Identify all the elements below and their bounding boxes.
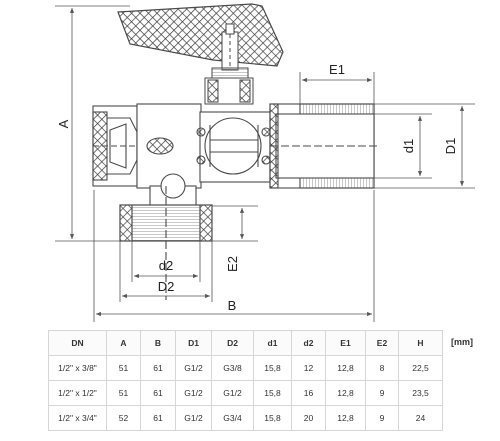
table-cell: 61 bbox=[140, 405, 176, 431]
dim-label-d2-large: D2 bbox=[158, 279, 175, 294]
valve-stem bbox=[204, 23, 254, 105]
table-cell: 24 bbox=[398, 405, 443, 431]
table-cell: 16 bbox=[291, 380, 326, 406]
lever-handle bbox=[117, 3, 284, 67]
table-cell: 8 bbox=[365, 355, 399, 381]
dimensions-table: DN A B D1 D2 d1 d2 E1 E2 H 1/2" x 3/8" 5… bbox=[48, 330, 443, 431]
table-cell: 1/2" x 1/2" bbox=[48, 380, 107, 406]
table-header-cell: H bbox=[398, 330, 443, 356]
table-cell: G3/4 bbox=[211, 405, 254, 431]
table-cell: 20 bbox=[291, 405, 326, 431]
table-cell: 52 bbox=[106, 405, 141, 431]
table-cell: 51 bbox=[106, 355, 141, 381]
table-header-cell: d2 bbox=[291, 330, 326, 356]
unit-label: [mm] bbox=[451, 337, 473, 347]
table-cell: 1/2" x 3/8" bbox=[48, 355, 107, 381]
table-row: 1/2" x 1/2" 51 61 G1/2 G1/2 15,8 16 12,8… bbox=[48, 380, 443, 406]
table-header-row: DN A B D1 D2 d1 d2 E1 E2 H bbox=[48, 330, 443, 356]
table-header-cell: D1 bbox=[175, 330, 212, 356]
table-row: 1/2" x 3/4" 52 61 G1/2 G3/4 15,8 20 12,8… bbox=[48, 405, 443, 431]
valve-cross-section-drawing: A B E1 d1 D1 E2 d2 D2 bbox=[55, 3, 475, 322]
table-cell: 12 bbox=[291, 355, 326, 381]
table-header-cell: d1 bbox=[253, 330, 292, 356]
dim-label-d1-small: d1 bbox=[401, 139, 416, 153]
table-cell: 9 bbox=[365, 380, 399, 406]
table-cell: 15,8 bbox=[253, 405, 292, 431]
table-cell: 15,8 bbox=[253, 380, 292, 406]
table-cell: 12,8 bbox=[325, 355, 366, 381]
dim-label-e2: E2 bbox=[225, 256, 240, 272]
table-cell: G1/2 bbox=[175, 380, 212, 406]
table-cell: G1/2 bbox=[175, 355, 212, 381]
table-header-cell: A bbox=[106, 330, 141, 356]
dimension-lines bbox=[55, 5, 475, 322]
valve-body bbox=[92, 103, 380, 189]
dim-label-a: A bbox=[56, 119, 71, 128]
table-cell: 23,5 bbox=[398, 380, 443, 406]
table-cell: 9 bbox=[365, 405, 399, 431]
dim-label-d1-large: D1 bbox=[443, 138, 458, 155]
table-cell: 1/2" x 3/4" bbox=[48, 405, 107, 431]
bottom-inlet bbox=[119, 173, 213, 300]
table-header-cell: D2 bbox=[211, 330, 254, 356]
dim-label-b: B bbox=[228, 298, 237, 313]
table-header-cell: E2 bbox=[365, 330, 399, 356]
table-cell: G1/2 bbox=[211, 380, 254, 406]
table-header-cell: B bbox=[140, 330, 176, 356]
dim-label-d2-small: d2 bbox=[159, 258, 173, 273]
table-row: 1/2" x 3/8" 51 61 G1/2 G3/8 15,8 12 12,8… bbox=[48, 355, 443, 381]
table-header-cell: E1 bbox=[325, 330, 366, 356]
table-cell: 22,5 bbox=[398, 355, 443, 381]
table-cell: 15,8 bbox=[253, 355, 292, 381]
table-cell: 61 bbox=[140, 380, 176, 406]
table-cell: 12,8 bbox=[325, 380, 366, 406]
table-cell: 61 bbox=[140, 355, 176, 381]
table-cell: 51 bbox=[106, 380, 141, 406]
dim-label-e1: E1 bbox=[329, 62, 345, 77]
table-cell: 12,8 bbox=[325, 405, 366, 431]
table-cell: G1/2 bbox=[175, 405, 212, 431]
table-header-cell: DN bbox=[48, 330, 107, 356]
table-cell: G3/8 bbox=[211, 355, 254, 381]
